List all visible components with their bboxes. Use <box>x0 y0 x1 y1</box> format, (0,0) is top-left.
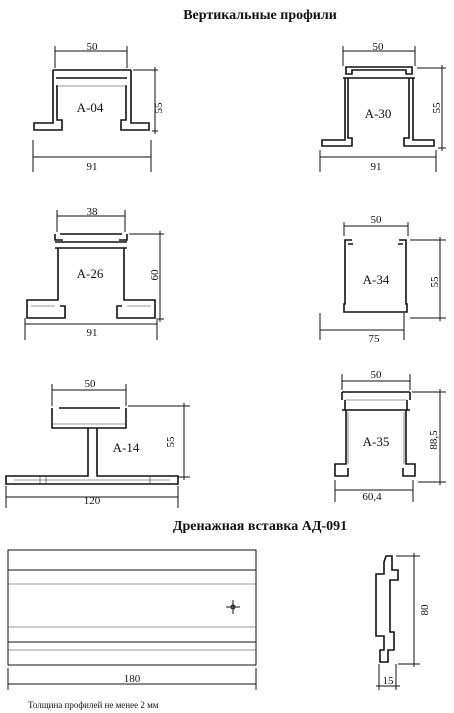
dim-a14-top: 50 <box>85 378 97 390</box>
label-a35: А-35 <box>363 434 390 449</box>
dim-a35-top: 50 <box>371 369 383 381</box>
drain-insert-front: 180 <box>7 549 257 690</box>
dim-a26-side: 60 <box>149 269 161 281</box>
dim-a26-bottom: 91 <box>87 327 98 339</box>
profile-a04: 50 55 91 А-04 <box>32 41 165 173</box>
label-a14: А-14 <box>113 440 140 455</box>
dim-drain-height: 80 <box>419 604 431 616</box>
profile-a30: 50 55 91 А-30 <box>319 41 446 173</box>
dim-a30-bottom: 91 <box>371 161 382 173</box>
dim-a30-top: 50 <box>373 41 385 53</box>
profile-a35: 50 88,5 60,4 А-35 <box>334 369 446 503</box>
dim-drain-width: 15 <box>383 675 395 687</box>
drain-body <box>7 549 257 666</box>
dim-a04-side: 55 <box>153 102 165 114</box>
label-a26: А-26 <box>77 266 104 281</box>
dim-a35-bottom: 60,4 <box>362 491 382 503</box>
dim-a35-side: 88,5 <box>428 430 440 450</box>
dim-a34-bottom: 75 <box>369 333 381 345</box>
profile-a14: 50 55 120 А-14 <box>5 378 190 508</box>
dim-a14-bottom: 120 <box>84 495 101 507</box>
label-a34: А-34 <box>363 272 390 287</box>
dim-a04-bottom: 91 <box>87 161 98 173</box>
drain-insert-side: 80 15 <box>375 553 431 690</box>
dim-drain-length: 180 <box>124 673 141 685</box>
title-drain-insert: Дренажная вставка АД-091 <box>173 519 347 534</box>
title-vertical-profiles: Вертикальные профили <box>183 8 337 23</box>
dim-a30-side: 55 <box>431 102 443 114</box>
crosshair-mark <box>226 600 240 614</box>
profile-a26: 38 60 91 А-26 <box>24 206 164 340</box>
dim-a34-top: 50 <box>371 214 383 226</box>
profile-a34: 50 55 75 А-34 <box>319 214 446 345</box>
dim-a14-side: 55 <box>165 436 177 448</box>
dim-a04-top: 50 <box>87 41 99 53</box>
label-a30: А-30 <box>365 106 392 121</box>
thickness-note: Толщина профилей не менее 2 мм <box>28 700 159 710</box>
label-a04: А-04 <box>77 100 104 115</box>
dim-a34-side: 55 <box>429 276 441 288</box>
dim-a26-top: 38 <box>87 206 99 218</box>
